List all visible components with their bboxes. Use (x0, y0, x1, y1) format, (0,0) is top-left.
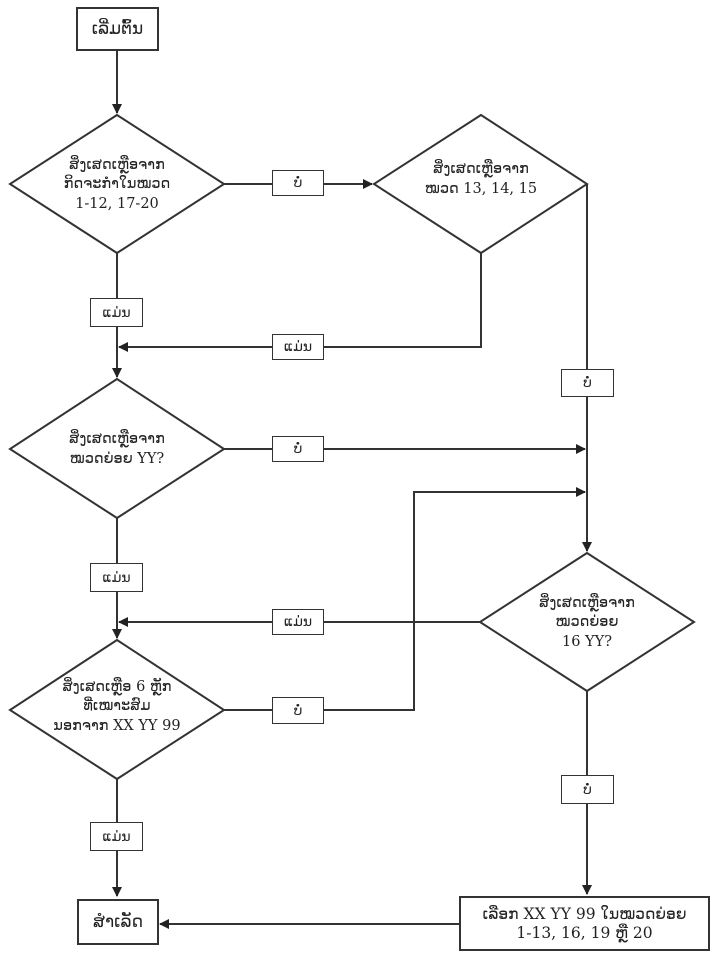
decision-3-line-2: ໝວດຍ່ອຍ YY? (69, 451, 165, 467)
yes-text: ແມ່ນ (283, 614, 313, 630)
decision-3-line-1: ສິ່ງເສດເຫຼືອຈາກ (69, 431, 165, 448)
decision-5-line-2: ທີ່ເໝາະສົມ (83, 698, 151, 715)
edge-label-d4-no: ບໍ່ (561, 775, 614, 804)
decision-4: ສິ່ງເສດເຫຼືອຈາກ ໝວດຍ່ອຍ 16 YY? (500, 583, 674, 663)
edge-label-d2-no: ບໍ່ (561, 369, 614, 397)
no-text: ບໍ່ (293, 702, 303, 719)
decision-5-line-1: ສິ່ງເສດເຫຼືອ 6 ຫຼັກ (62, 678, 172, 695)
decision-1-line-1: ສິ່ງເສດເຫຼືອຈາກ (69, 156, 165, 173)
no-text: ບໍ່ (293, 441, 303, 457)
edge-label-d5-yes: ແມ່ນ (90, 822, 143, 851)
edge-label-d4-yes: ແມ່ນ (272, 609, 324, 635)
edge-label-d3-yes: ແມ່ນ (90, 563, 143, 592)
start-label: ເລີ່ມຕົ້ນ (91, 18, 144, 39)
yes-text: ແມ່ນ (102, 304, 131, 321)
decision-5-line-3: ນອກຈາກ XX YY 99 (53, 717, 181, 734)
decision-2-line-1: ສິ່ງເສດເຫຼືອຈາກ (433, 161, 529, 178)
select-line-1: ເລືອກ XX YY 99 ໃນໝວດຍ່ອຍ (482, 904, 687, 923)
edge-label-d5-no: ບໍ່ (272, 697, 324, 724)
start-node: ເລີ່ມຕົ້ນ (76, 7, 159, 51)
no-text: ບໍ່ (583, 375, 592, 391)
no-text: ບໍ່ (293, 175, 303, 191)
decision-2-line-2: ໝວດ 13, 14, 15 (424, 181, 538, 197)
edge-label-d1-no: ບໍ່ (272, 170, 324, 196)
decision-4-line-2: ໝວດຍ່ອຍ (555, 614, 619, 631)
edge-label-d3-no: ບໍ່ (272, 436, 324, 462)
edge-d2-yes (118, 253, 482, 352)
end-node: ສຳເລັດ (77, 899, 159, 945)
yes-text: ແມ່ນ (102, 569, 131, 586)
yes-text: ແມ່ນ (283, 339, 313, 355)
decision-5: ສິ່ງເສດເຫຼືອ 6 ຫຼັກ ທີ່ເໝາະສົມ ນອກຈາກ XX… (30, 667, 204, 747)
select-node: ເລືອກ XX YY 99 ໃນໝວດຍ່ອຍ 1-13, 16, 19 ຫຼ… (459, 896, 710, 951)
end-label: ສຳເລັດ (93, 911, 143, 932)
decision-4-line-3: 16 YY? (562, 633, 612, 650)
select-line-2: 1-13, 16, 19 ຫຼື 20 (516, 923, 653, 942)
decision-3: ສິ່ງເສດເຫຼືອຈາກ ໝວດຍ່ອຍ YY? (30, 420, 204, 480)
edge-label-d2-yes: ແມ່ນ (272, 334, 324, 360)
decision-4-line-1: ສິ່ງເສດເຫຼືອຈາກ (539, 594, 635, 611)
decision-1: ສິ່ງເສດເຫຼືອຈາກ ກິດຈະກຳໃນໝວດ 1-12, 17-20 (30, 140, 204, 230)
edge-label-d1-yes: ແມ່ນ (90, 298, 143, 327)
yes-text: ແມ່ນ (102, 828, 131, 845)
no-text: ບໍ່ (583, 781, 592, 798)
decision-2: ສິ່ງເສດເຫຼືອຈາກ ໝວດ 13, 14, 15 (394, 150, 568, 210)
decision-1-line-3: 1-12, 17-20 (75, 195, 159, 212)
decision-1-line-2: ກິດຈະກຳໃນໝວດ (63, 176, 171, 193)
